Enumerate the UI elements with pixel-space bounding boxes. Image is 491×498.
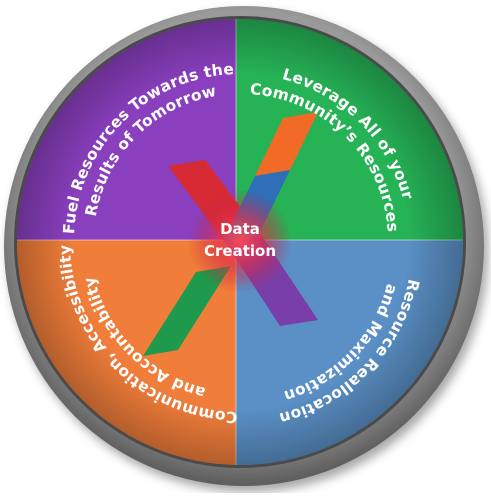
x-stroke-green xyxy=(143,266,231,356)
center-glow xyxy=(188,189,292,293)
center-title-line2: Creation xyxy=(204,242,276,260)
x-stroke-orange xyxy=(255,112,318,176)
center-title-line1: Data xyxy=(220,220,260,238)
